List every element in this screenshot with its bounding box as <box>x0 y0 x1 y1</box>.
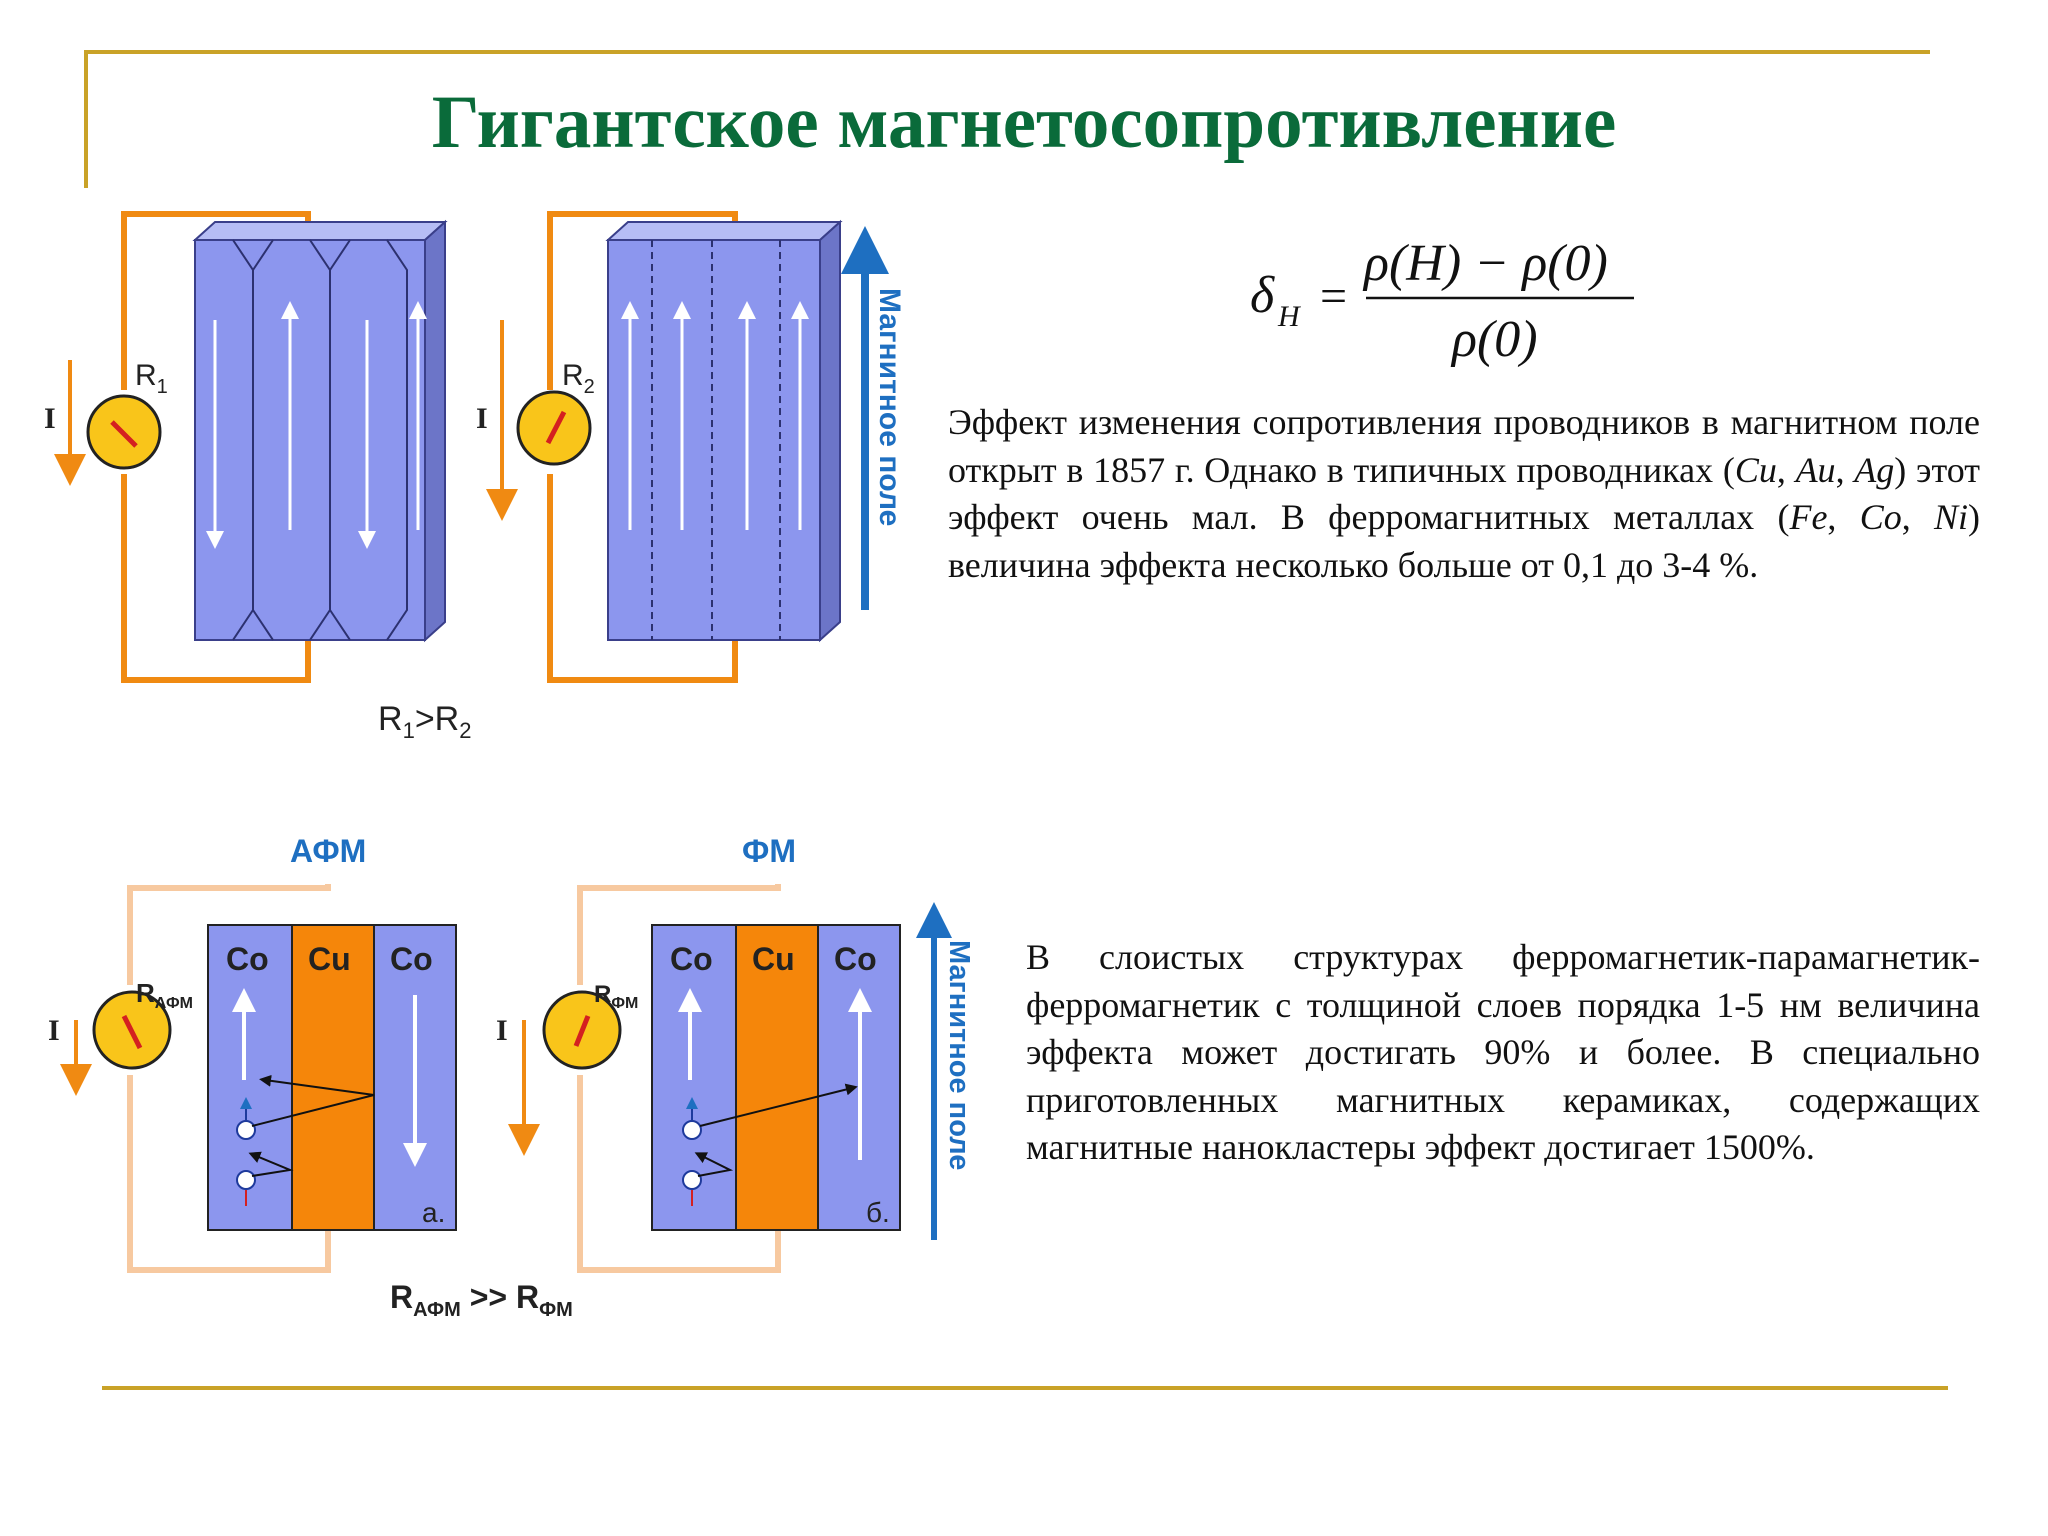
element-cu: Cu <box>1734 449 1777 490</box>
paragraph1-part3: ) величина эффекта несколько больше от 0… <box>948 497 1981 585</box>
paragraph1-sep: , <box>1827 497 1860 537</box>
multilayer-diagram: АФМ ФМ Co Cu Co а. RАФМ I Co Cu Co <box>48 833 975 1321</box>
circuit-wire-afm-top <box>127 884 331 985</box>
formula-lhs: δ <box>1250 267 1275 324</box>
label-r-afm: RАФМ <box>136 978 193 1012</box>
afm-stack: Co Cu Co а. <box>207 924 457 1231</box>
current-label-right: I <box>476 402 488 435</box>
layer-cu-1: Cu <box>308 941 351 977</box>
circuit-wire-fm-top <box>577 884 781 985</box>
label-afm: АФМ <box>290 833 366 869</box>
domain-block-right <box>605 219 843 643</box>
fm-stack: Co Cu Co б. <box>651 924 901 1231</box>
formula-numerator: ρ(H) − ρ(0) <box>1362 235 1608 292</box>
formula-denominator: ρ(0) <box>1450 311 1538 368</box>
frame-top-line <box>84 50 1930 54</box>
gmr-formula: δ H = ρ(H) − ρ(0) ρ(0) <box>1250 235 1634 368</box>
meter-needle-r2 <box>545 410 567 445</box>
formula-lhs-subscript: H <box>1277 300 1302 333</box>
paragraph1-sep: , <box>1901 497 1934 537</box>
paragraph1-sep: , <box>1776 449 1796 490</box>
layer-co-3: Co <box>670 941 713 977</box>
paragraph1-part1: Эффект изменения сопротивления проводник… <box>948 402 1980 490</box>
caption-rafm-gg-rfm: RАФМ >> RФМ <box>390 1279 573 1321</box>
layer-co-1: Co <box>226 941 269 977</box>
current-label-left: I <box>44 402 56 435</box>
element-co: Co <box>1859 497 1902 537</box>
label-r2: R2 <box>562 359 595 398</box>
frame-left-line <box>84 50 88 188</box>
circuit-wire-fm-bottom <box>577 1075 781 1273</box>
formula-equals: = <box>1320 270 1347 323</box>
label-r1: R1 <box>135 359 168 398</box>
panel-a-label: а. <box>422 1197 445 1228</box>
paragraph1-part2: ) этот эффект очень мал. В ферромагнитны… <box>948 449 1980 538</box>
layer-co-4: Co <box>834 941 877 977</box>
paragraph-layered-structures: В слоистых структурах ферромагнетик-пара… <box>1026 937 1980 1167</box>
panel-b-label: б. <box>866 1197 890 1228</box>
frame-bottom-line <box>102 1386 1948 1390</box>
meter-needle-r1 <box>110 420 138 448</box>
domain-diagram: R1 I R2 I Магнитное поле R1>R2 <box>44 211 906 743</box>
element-ag: Ag <box>1854 449 1895 490</box>
circuit-wire-right-bottom <box>547 474 738 683</box>
magnetic-field-label-2: Магнитное поле <box>943 940 975 1170</box>
paragraph1-sep: , <box>1835 449 1855 490</box>
paragraph-effect-history: Эффект изменения сопротивления проводник… <box>948 399 1980 589</box>
current-label-afm: I <box>48 1014 60 1047</box>
current-label-fm: I <box>496 1014 508 1047</box>
circuit-wire-afm-bottom <box>127 1075 331 1273</box>
element-au: Au <box>1795 449 1836 490</box>
circuit-wire-left-bottom <box>121 474 311 683</box>
element-ni: Ni <box>1934 497 1969 537</box>
layer-cu-2: Cu <box>752 941 795 977</box>
element-fe: Fe <box>1789 497 1828 537</box>
domain-block-left <box>192 219 448 643</box>
label-fm: ФМ <box>742 833 796 869</box>
meter-needle-fm <box>573 1015 591 1047</box>
label-r-fm: RФМ <box>594 981 638 1012</box>
slide-title: Гигантское магнетосопротивление <box>431 81 1617 164</box>
layer-co-2: Co <box>390 941 433 977</box>
magnetic-field-label: Магнитное поле <box>873 288 906 526</box>
caption-r1-gt-r2: R1>R2 <box>378 700 471 743</box>
meter-needle-afm <box>121 1014 143 1050</box>
